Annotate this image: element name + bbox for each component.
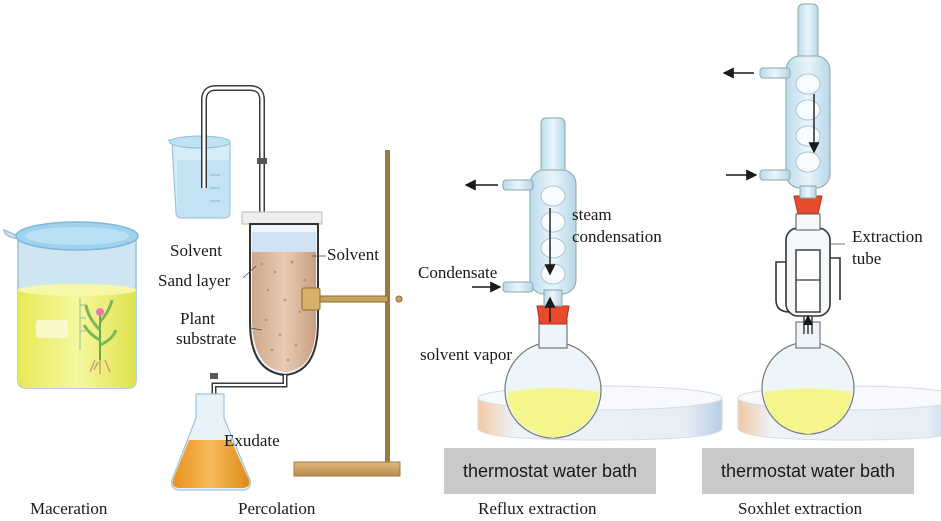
label-plant-substrate-2: substrate xyxy=(176,329,237,348)
reflux-water-bath: thermostat water bath xyxy=(444,448,656,494)
label-sand-layer: Sand layer xyxy=(158,271,231,290)
caption-percolation: Percolation xyxy=(238,499,316,518)
soxhlet-water-bath: thermostat water bath xyxy=(702,448,914,494)
label-extraction: Extraction xyxy=(852,227,923,246)
label-tube: tube xyxy=(852,249,882,268)
label-solvent-left: Solvent xyxy=(170,241,222,260)
label-condensation: condensation xyxy=(572,227,662,246)
label-steam: steam xyxy=(572,205,612,224)
label-solvent-vapor: solvent vapor xyxy=(420,345,513,364)
label-plant-substrate-1: Plant xyxy=(180,309,215,328)
label-exudate: Exudate xyxy=(224,431,280,450)
label-condensate: Condensate xyxy=(418,263,498,282)
caption-soxhlet: Soxhlet extraction xyxy=(738,499,863,518)
soxhlet-apparatus xyxy=(722,3,941,441)
leader-lines xyxy=(242,243,845,331)
caption-reflux: Reflux extraction xyxy=(478,499,597,518)
label-solvent-right: Solvent xyxy=(327,245,379,264)
caption-maceration: Maceration xyxy=(30,499,108,518)
reflux-apparatus xyxy=(464,117,723,441)
percolation-apparatus xyxy=(167,85,403,491)
maceration-beaker xyxy=(3,221,139,389)
